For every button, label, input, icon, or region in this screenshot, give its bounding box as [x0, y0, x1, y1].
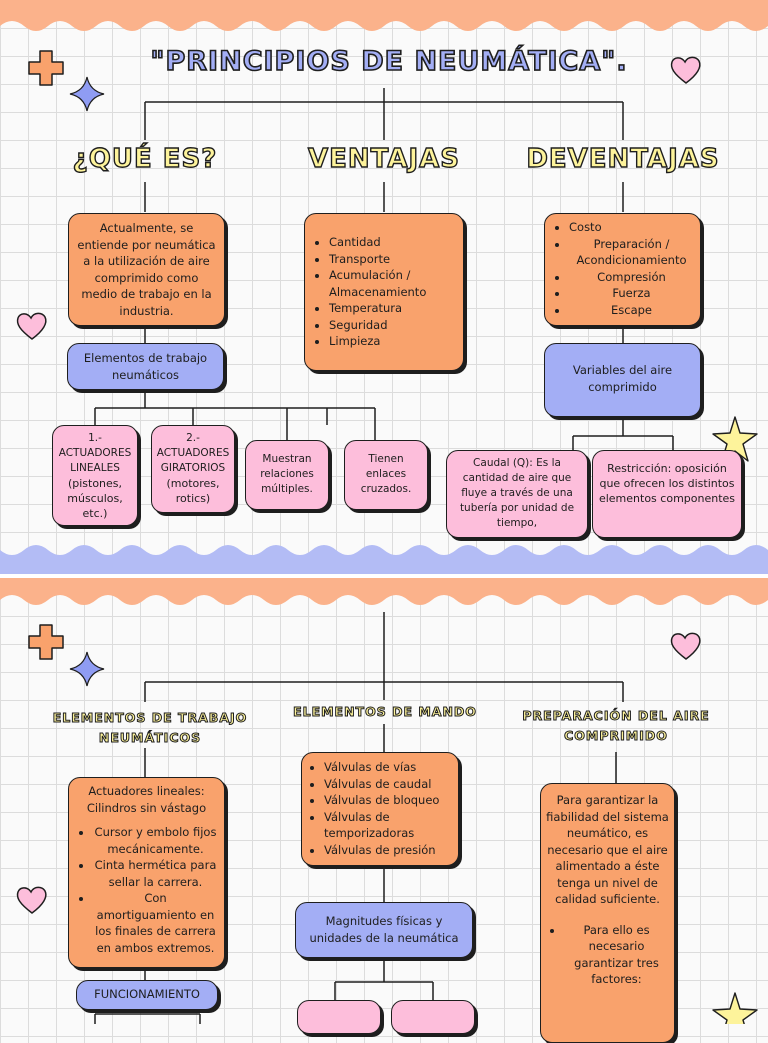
- top-wave-page2: [0, 578, 768, 605]
- list-item: Para ello es necesario garantizar tres f…: [564, 922, 669, 988]
- list-item: Temperatura: [329, 300, 457, 317]
- list-item: Válvulas de bloqueo: [324, 792, 454, 809]
- top-wave-page1: [0, 0, 768, 31]
- actuadores-lineales-examples: (pistones, músculos, etc.): [67, 477, 123, 520]
- heading-ventajas: VENTAJAS: [307, 143, 460, 174]
- sparkle-star-icon: [712, 992, 758, 1024]
- enlaces-box: Tienen enlaces cruzados.: [344, 440, 428, 510]
- definition-box: Actualmente, se entiende por neumática a…: [68, 213, 225, 326]
- page-separator: [0, 574, 768, 578]
- plus-icon: [28, 50, 64, 86]
- heart-icon: [16, 312, 47, 340]
- actuadores-lineales-detail-box: Actuadores lineales: Cilindros sin vásta…: [68, 777, 225, 968]
- star-icon: [69, 651, 105, 687]
- heading-preparacion-aire: PREPARACIÓN DEL AIRE COMPRIMIDO: [522, 708, 710, 744]
- plus-icon: [28, 624, 64, 660]
- actuadores-detail-list: Cursor y embolo fijos mecánicamente. Cin…: [75, 824, 218, 956]
- list-item: Seguridad: [329, 317, 457, 334]
- list-item: Compresión: [569, 269, 694, 286]
- heart-icon: [16, 886, 47, 914]
- list-item: Válvulas de vías: [324, 759, 454, 776]
- list-item: Fuerza: [569, 285, 694, 302]
- list-item: Escape: [569, 302, 694, 319]
- bottom-wave-page1: [0, 545, 768, 576]
- desventajas-list: Costo Preparación / Acondicionamiento Co…: [551, 219, 694, 318]
- preparacion-text: Para garantizar la fiabilidad del sistem…: [546, 793, 669, 906]
- actuadores-giratorios-box: 2.- ACTUADORES GIRATORIOS (motores, roti…: [151, 425, 235, 513]
- list-item: Costo: [569, 219, 694, 236]
- ventajas-list: Cantidad Transporte Acumulación / Almace…: [311, 234, 457, 350]
- list-item: Cinta hermética para sellar la carrera.: [93, 857, 218, 890]
- list-item: Válvulas de presión: [324, 842, 454, 859]
- preparacion-box: Para garantizar la fiabilidad del sistem…: [540, 783, 675, 1043]
- list-item: Acumulación / Almacenamiento: [329, 267, 457, 300]
- actuadores-giratorios-title: 2.- ACTUADORES GIRATORIOS: [156, 432, 230, 474]
- actuadores-lineales-box: 1.- ACTUADORES LINEALES (pistones, múscu…: [52, 425, 138, 526]
- heading-desventajas: DEVENTAJAS: [526, 143, 720, 174]
- desventajas-box: Costo Preparación / Acondicionamiento Co…: [544, 213, 701, 326]
- caudal-box: Caudal (Q): Es la cantidad de aire que f…: [446, 450, 588, 538]
- list-item: Preparación / Acondicionamiento: [569, 236, 694, 269]
- page-title: "PRINCIPIOS DE NEUMÁTICA".: [150, 45, 628, 78]
- variables-aire-box: Variables del aire comprimido: [544, 343, 701, 417]
- list-item: Válvulas de caudal: [324, 776, 454, 793]
- list-item: Cursor y embolo fijos mecánicamente.: [93, 824, 218, 857]
- relaciones-box: Muestran relaciones múltiples.: [245, 440, 329, 510]
- list-item: Cantidad: [329, 234, 457, 251]
- list-item: Limpieza: [329, 333, 457, 350]
- actuadores-giratorios-examples: (motores, rotics): [166, 477, 220, 505]
- list-item: Válvulas de temporizadoras: [324, 809, 454, 842]
- ventajas-box: Cantidad Transporte Acumulación / Almace…: [304, 213, 464, 371]
- sub-box-left: [297, 1000, 381, 1034]
- elementos-trabajo-box: Elementos de trabajo neumáticos: [67, 343, 224, 390]
- list-item: Con amortiguamiento en los finales de ca…: [93, 890, 218, 956]
- magnitudes-box: Magnitudes físicas y unidades de la neum…: [295, 902, 473, 958]
- valvulas-box: Válvulas de vías Válvulas de caudal Válv…: [301, 752, 459, 866]
- actuadores-detail-title: Actuadores lineales: Cilindros sin vásta…: [86, 784, 207, 815]
- star-icon: [69, 76, 105, 112]
- heart-icon: [670, 632, 701, 660]
- actuadores-lineales-title: 1.- ACTUADORES LINEALES: [58, 432, 132, 474]
- funcionamiento-box: FUNCIONAMIENTO: [76, 980, 218, 1010]
- heading-elementos-trabajo: ELEMENTOS DE TRABAJO NEUMÁTICOS: [52, 710, 248, 746]
- valvulas-list: Válvulas de vías Válvulas de caudal Válv…: [306, 759, 454, 858]
- sub-box-right: [391, 1000, 475, 1034]
- preparacion-list: Para ello es necesario garantizar tres f…: [546, 922, 669, 988]
- heading-que-es: ¿QUÉ ES?: [72, 143, 218, 174]
- heading-elementos-mando: ELEMENTOS DE MANDO: [293, 704, 477, 720]
- restriccion-box: Restricción: oposición que ofrecen los d…: [592, 450, 742, 538]
- heart-icon: [670, 56, 701, 84]
- list-item: Transporte: [329, 251, 457, 268]
